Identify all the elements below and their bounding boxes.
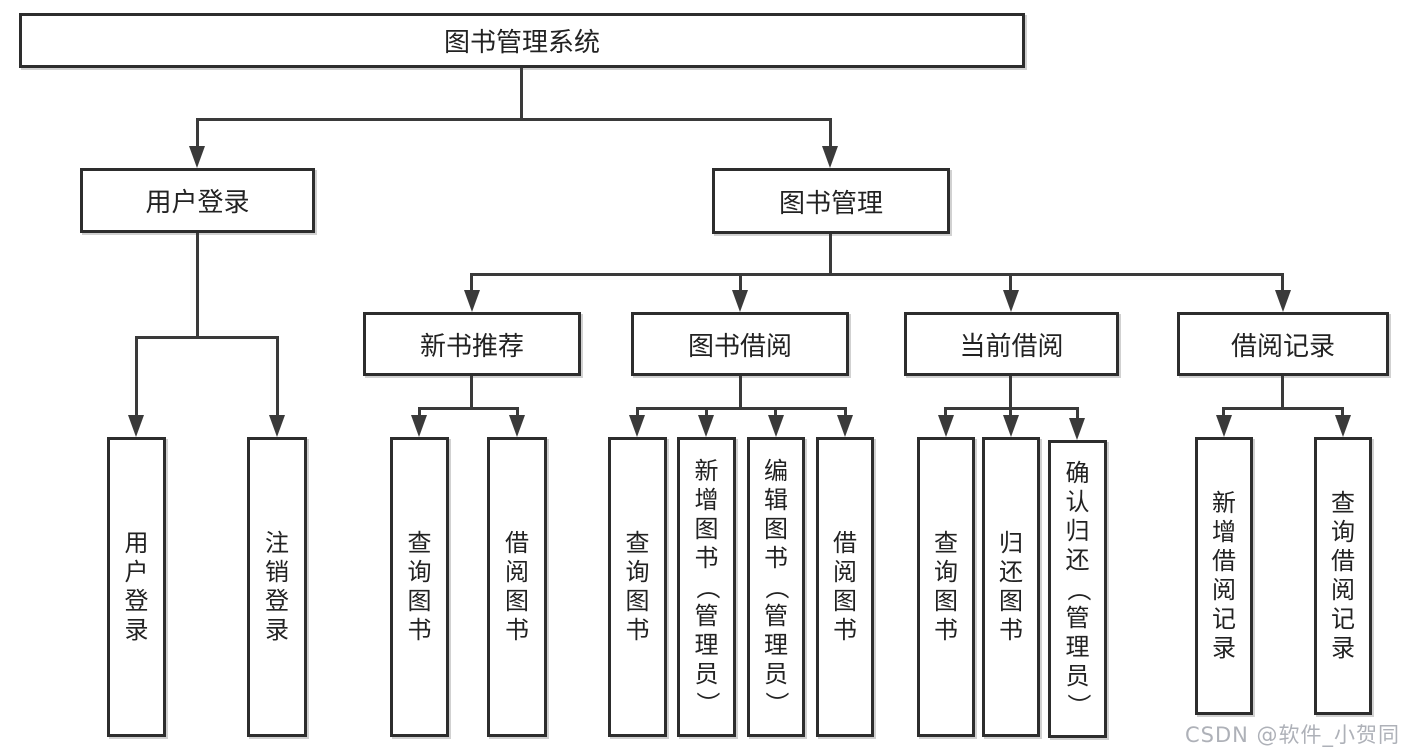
node-borrow-records: 借阅记录 bbox=[1177, 312, 1389, 376]
arrow-down-icon bbox=[411, 415, 427, 437]
connector-hline bbox=[470, 273, 1284, 276]
connector-vline bbox=[276, 336, 279, 417]
connector-vline bbox=[1281, 273, 1284, 292]
connector-vline bbox=[1281, 376, 1284, 409]
connector-hline bbox=[1222, 407, 1344, 410]
node-label: 图书借阅 bbox=[687, 331, 792, 362]
col-add-book-admin: 新增图书（管理员） bbox=[677, 437, 736, 737]
connector-vline bbox=[418, 407, 421, 417]
connector-hline bbox=[636, 407, 846, 410]
col-borrow-books-recommend: 借阅图书 bbox=[487, 437, 547, 737]
col-confirm-return-admin: 确认归还（管理员） bbox=[1048, 440, 1107, 738]
arrow-down-icon bbox=[732, 290, 748, 312]
col-add-borrow-record: 新增借阅记录 bbox=[1195, 437, 1253, 715]
connector-vline bbox=[196, 118, 199, 148]
col-return-books: 归还图书 bbox=[982, 437, 1040, 737]
connector-vline bbox=[135, 336, 138, 417]
arrow-down-icon bbox=[822, 146, 838, 168]
arrow-down-icon bbox=[629, 415, 645, 437]
connector-vline bbox=[1009, 376, 1012, 409]
connector-hline bbox=[196, 118, 832, 121]
connector-vline bbox=[1076, 407, 1079, 420]
node-book-management: 图书管理 bbox=[712, 168, 950, 234]
connector-vline bbox=[844, 407, 847, 417]
arrow-down-icon bbox=[1216, 415, 1232, 437]
arrow-down-icon bbox=[1069, 418, 1085, 440]
node-label: 图书管理系统 bbox=[443, 28, 600, 58]
connector-vline bbox=[516, 407, 519, 417]
arrow-down-icon bbox=[837, 415, 853, 437]
arrow-down-icon bbox=[938, 415, 954, 437]
watermark: CSDN @软件_小贺同学 bbox=[1185, 723, 1401, 747]
connector-vline bbox=[944, 407, 947, 417]
connector-vline bbox=[829, 118, 832, 148]
col-user-login: 用户登录 bbox=[107, 437, 166, 737]
node-label: 图书管理 bbox=[778, 188, 883, 219]
connector-vline bbox=[520, 68, 523, 119]
connector-hline bbox=[418, 407, 519, 410]
connector-vline bbox=[739, 273, 742, 292]
arrow-down-icon bbox=[1003, 290, 1019, 312]
arrow-down-icon bbox=[698, 415, 714, 437]
connector-vline bbox=[196, 233, 199, 338]
col-query-books-borrow: 查询图书 bbox=[608, 437, 667, 737]
node-label: 新书推荐 bbox=[419, 331, 524, 362]
col-edit-book-admin: 编辑图书（管理员） bbox=[747, 437, 805, 737]
arrow-down-icon bbox=[768, 415, 784, 437]
connector-vline bbox=[739, 376, 742, 409]
col-logout-login: 注销登录 bbox=[247, 437, 307, 737]
connector-vline bbox=[636, 407, 639, 417]
col-borrow-books: 借阅图书 bbox=[816, 437, 874, 737]
arrow-down-icon bbox=[1003, 415, 1019, 437]
node-label: 用户登录 bbox=[145, 188, 250, 218]
col-query-books-current: 查询图书 bbox=[917, 437, 975, 737]
connector-vline bbox=[774, 407, 777, 417]
arrow-down-icon bbox=[509, 415, 525, 437]
connector-vline bbox=[470, 376, 473, 409]
connector-vline bbox=[470, 273, 473, 292]
connector-vline bbox=[1222, 407, 1225, 417]
connector-vline bbox=[1009, 407, 1012, 417]
connector-vline bbox=[1341, 407, 1344, 417]
arrow-down-icon bbox=[1335, 415, 1351, 437]
node-user-login: 用户登录 bbox=[80, 168, 315, 233]
connector-vline bbox=[705, 407, 708, 417]
col-query-books-recommend: 查询图书 bbox=[390, 437, 449, 737]
connector-hline bbox=[135, 336, 279, 339]
node-label: 当前借阅 bbox=[959, 331, 1064, 362]
arrow-down-icon bbox=[464, 290, 480, 312]
node-library-management-system: 图书管理系统 bbox=[19, 13, 1025, 68]
connector-vline bbox=[1009, 273, 1012, 292]
connector-vline bbox=[829, 234, 832, 276]
arrow-down-icon bbox=[269, 415, 285, 437]
node-label: 借阅记录 bbox=[1230, 331, 1335, 362]
arrow-down-icon bbox=[128, 415, 144, 437]
node-book-borrow: 图书借阅 bbox=[631, 312, 849, 376]
arrow-down-icon bbox=[189, 146, 205, 168]
node-current-borrow: 当前借阅 bbox=[904, 312, 1119, 376]
col-query-borrow-record: 查询借阅记录 bbox=[1314, 437, 1372, 715]
arrow-down-icon bbox=[1275, 290, 1291, 312]
node-new-book-recommend: 新书推荐 bbox=[363, 312, 581, 376]
